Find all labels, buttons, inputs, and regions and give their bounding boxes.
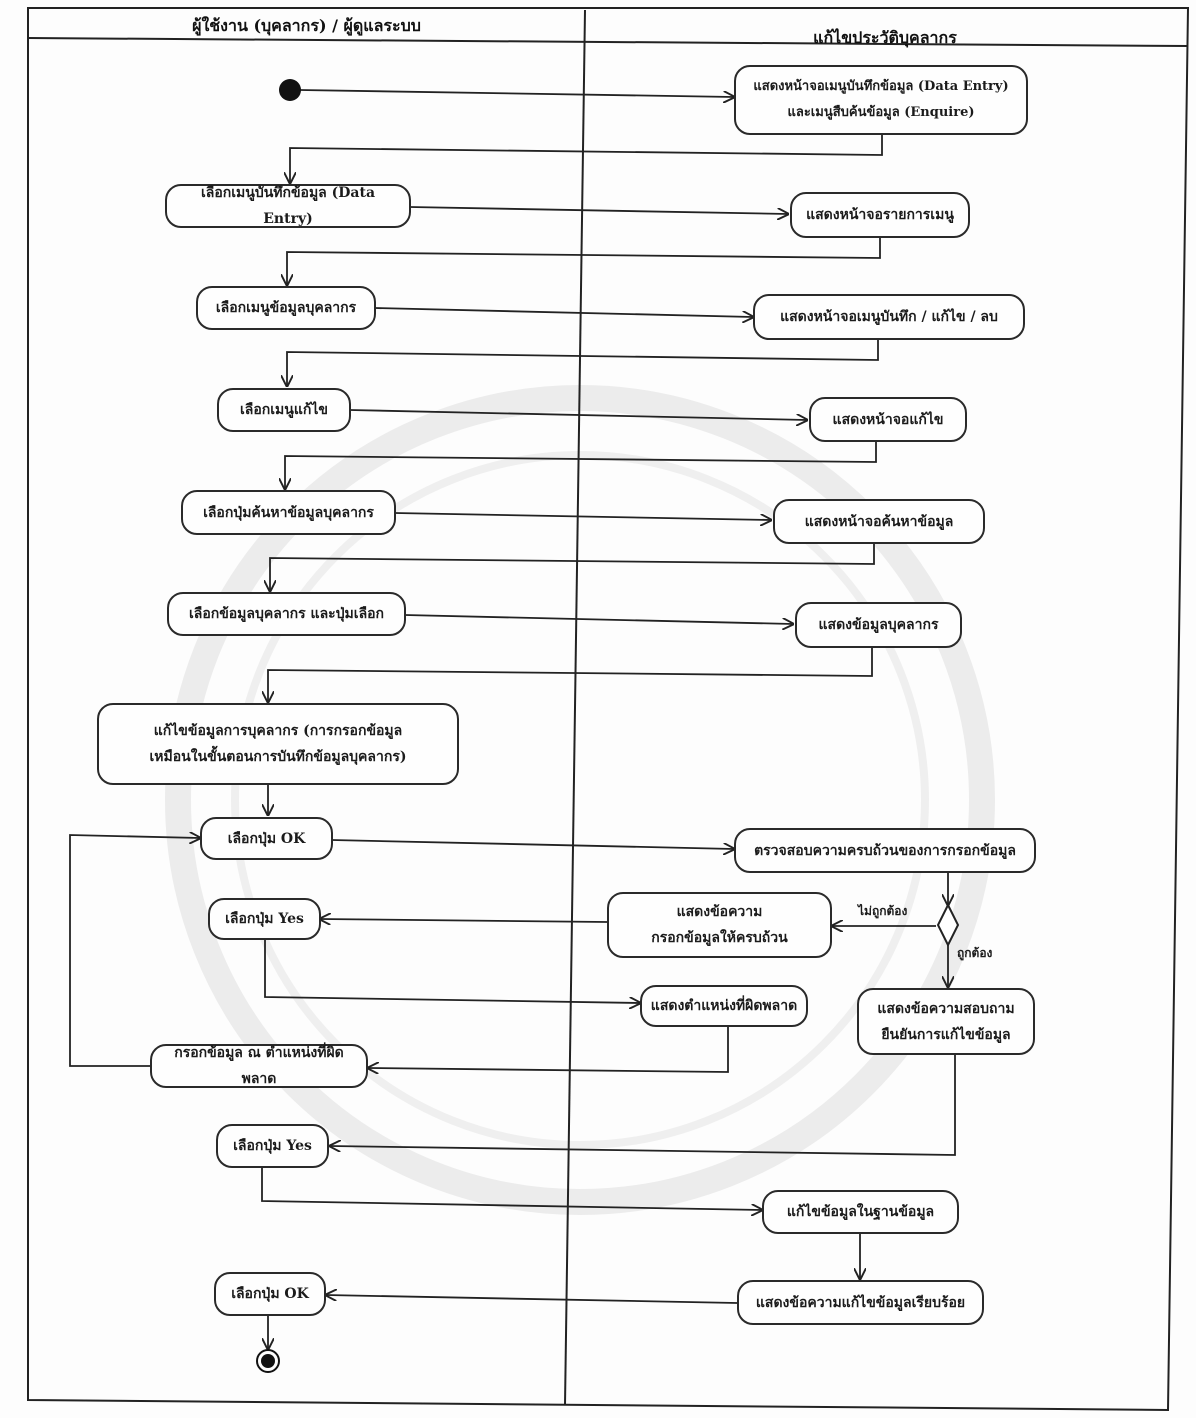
flow-select-entry-to-menu-list xyxy=(409,206,788,214)
node-select-data-entry: เลือกเมนูบันทึกข้อมูล (Data Entry) xyxy=(165,184,411,228)
guard-correct: ถูกต้อง xyxy=(957,946,993,960)
flow-edit-screen-to-select-search xyxy=(285,442,877,489)
node-select-ok-2: เลือกปุ่ม OK xyxy=(214,1272,326,1316)
flow-select-edit-to-edit-screen xyxy=(349,409,807,420)
node-select-edit-menu: เลือกเมนูแก้ไข xyxy=(217,388,351,432)
node-show-menu-list: แสดงหน้าจอรายการเมนู xyxy=(790,192,970,238)
flow-menu-list-to-select-personnel xyxy=(287,238,881,285)
flow-error-position-to-fill xyxy=(368,1027,729,1072)
flow-select-personnel-to-save-edit-delete xyxy=(374,307,753,317)
node-confirm-edit: แสดงข้อความสอบถาม ยืนยันการแก้ไขข้อมูล xyxy=(857,988,1035,1055)
node-select-ok-1: เลือกปุ่ม OK xyxy=(200,817,333,860)
flow-select-yes-2-to-edit-database xyxy=(261,1168,762,1210)
lane-separator xyxy=(564,9,586,1406)
node-show-personnel-data: แสดงข้อมูลบุคลากร xyxy=(795,602,962,648)
flow-personnel-data-to-edit-data xyxy=(268,648,873,702)
flow-confirm-to-select-yes-2 xyxy=(330,1055,956,1156)
flow-save-edit-delete-to-select-edit xyxy=(287,340,879,386)
node-show-message-incomplete: แสดงข้อความ กรอกข้อมูลให้ครบถ้วน xyxy=(607,892,832,958)
final-node-inner xyxy=(261,1354,275,1368)
guard-incorrect: ไม่ถูกต้อง xyxy=(858,904,908,918)
node-show-search-screen: แสดงหน้าจอค้นหาข้อมูล xyxy=(773,499,985,544)
flow-message-to-select-yes xyxy=(320,919,608,922)
decision-node xyxy=(936,902,960,948)
lane-frame xyxy=(27,7,1190,1412)
lane-header-divider xyxy=(27,37,1189,47)
node-select-personnel-and-choose: เลือกข้อมูลบุคลากร และปุ่มเลือก xyxy=(167,592,406,636)
node-show-edit-screen: แสดงหน้าจอแก้ไข xyxy=(809,397,967,442)
flow-entry-menu-to-select-entry xyxy=(290,135,883,183)
flow-start-to-entry-menu xyxy=(299,89,734,97)
flow-select-ok-to-check xyxy=(331,839,734,849)
node-check-completeness: ตรวจสอบความครบถ้วนของการกรอกข้อมูล xyxy=(734,828,1036,873)
lane-title-user: ผู้ใช้งาน (บุคลากร) / ผู้ดูแลระบบ xyxy=(192,16,421,35)
node-select-personnel-menu: เลือกเมนูข้อมูลบุคลากร xyxy=(196,286,376,330)
node-show-save-edit-delete: แสดงหน้าจอเมนูบันทึก / แก้ไข / ลบ xyxy=(753,294,1025,340)
node-edit-database: แก้ไขข้อมูลในฐานข้อมูล xyxy=(762,1190,959,1234)
initial-node xyxy=(279,79,301,101)
flow-select-yes-to-error-position xyxy=(264,940,640,1003)
flow-success-to-select-ok-2 xyxy=(326,1295,738,1304)
flow-select-search-to-search-screen xyxy=(394,512,771,520)
node-select-yes-1: เลือกปุ่ม Yes xyxy=(208,898,321,940)
final-node-outer xyxy=(256,1349,280,1373)
node-edit-personnel-data: แก้ไขข้อมูลการบุคลากร (การกรอกข้อมูล เหม… xyxy=(97,703,459,785)
node-select-search-button: เลือกปุ่มค้นหาข้อมูลบุคลากร xyxy=(181,490,396,535)
node-fill-error-position: กรอกข้อมูล ณ ตำแหน่งที่ผิดพลาด xyxy=(150,1044,368,1088)
flow-select-personnel-choose-to-personnel-data xyxy=(404,614,793,624)
lane-title-system: แก้ไขประวัติบุคลากร xyxy=(813,28,957,47)
flow-search-screen-to-select-personnel-choose xyxy=(270,544,875,591)
node-show-error-position: แสดงตำแหน่งที่ผิดพลาด xyxy=(640,985,808,1027)
node-select-yes-2: เลือกปุ่ม Yes xyxy=(216,1124,329,1168)
flow-fill-loop-to-select-ok xyxy=(69,835,200,1067)
node-show-edit-success: แสดงข้อความแก้ไขข้อมูลเรียบร้อย xyxy=(737,1280,984,1325)
node-show-entry-menu: แสดงหน้าจอเมนูบันทึกข้อมูล (Data Entry) … xyxy=(734,65,1028,135)
